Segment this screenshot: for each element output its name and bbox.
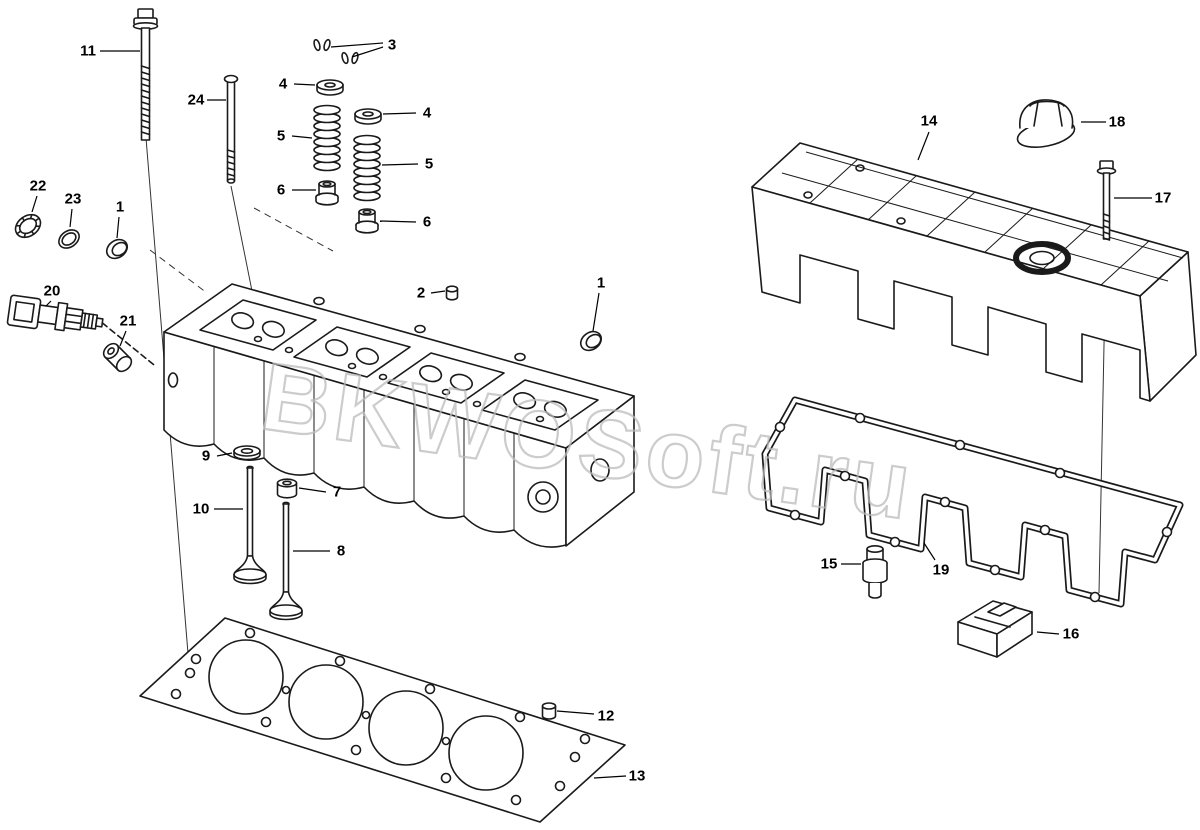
rubber-mount-15 bbox=[862, 544, 888, 599]
valve-cover-14 bbox=[751, 142, 1197, 402]
callout-labels: 11 24 3 4 4 5 5 6 6 22 23 1 20 21 2 1 9 … bbox=[30, 37, 1172, 785]
callout-1-left: 1 bbox=[116, 199, 124, 216]
callout-10: 10 bbox=[193, 501, 210, 518]
callout-21: 21 bbox=[120, 313, 137, 330]
callout-1-right: 1 bbox=[597, 275, 605, 292]
head-gasket-13 bbox=[139, 617, 626, 823]
callout-3: 3 bbox=[388, 37, 396, 54]
sensor-20 bbox=[6, 294, 156, 367]
callout-2: 2 bbox=[417, 285, 425, 302]
plug-12 bbox=[541, 702, 557, 720]
spring-seat-9 bbox=[233, 445, 261, 461]
cylinder-head bbox=[163, 283, 635, 548]
callout-19: 19 bbox=[933, 562, 950, 579]
callout-4-left: 4 bbox=[279, 76, 288, 93]
callout-9: 9 bbox=[202, 448, 210, 465]
callout-12: 12 bbox=[598, 708, 615, 725]
plug-2 bbox=[445, 285, 459, 301]
callout-22: 22 bbox=[30, 178, 47, 195]
cover-gasket-19 bbox=[761, 396, 1184, 608]
callout-23: 23 bbox=[65, 191, 82, 208]
callout-8: 8 bbox=[337, 543, 345, 560]
callout-24: 24 bbox=[188, 92, 205, 109]
callout-6-left: 6 bbox=[277, 182, 285, 199]
bracket-16 bbox=[957, 600, 1033, 658]
callout-20: 20 bbox=[44, 283, 61, 300]
callout-4-right: 4 bbox=[423, 105, 432, 122]
callout-7: 7 bbox=[333, 484, 341, 501]
callout-15: 15 bbox=[821, 556, 838, 573]
stud-24 bbox=[223, 74, 239, 184]
callout-17: 17 bbox=[1155, 190, 1172, 207]
valve-guide-7 bbox=[276, 478, 298, 499]
bushing-21 bbox=[102, 342, 133, 373]
callout-13: 13 bbox=[629, 768, 646, 785]
callout-16: 16 bbox=[1063, 626, 1080, 643]
filler-seal-ring bbox=[1013, 241, 1071, 275]
callout-18: 18 bbox=[1109, 114, 1126, 131]
cover-bolt-17 bbox=[1096, 160, 1117, 241]
callout-11: 11 bbox=[80, 43, 96, 60]
plug-22 bbox=[14, 213, 42, 239]
callout-5-right: 5 bbox=[425, 156, 433, 173]
callout-6-right: 6 bbox=[423, 214, 431, 231]
oil-filler-cap-18 bbox=[1016, 99, 1076, 148]
callout-14: 14 bbox=[921, 113, 938, 130]
callout-5-left: 5 bbox=[277, 128, 285, 145]
cylinder-head-bolt-11 bbox=[132, 8, 159, 141]
o-ring-23 bbox=[58, 229, 80, 249]
leader-lines bbox=[31, 42, 1152, 779]
